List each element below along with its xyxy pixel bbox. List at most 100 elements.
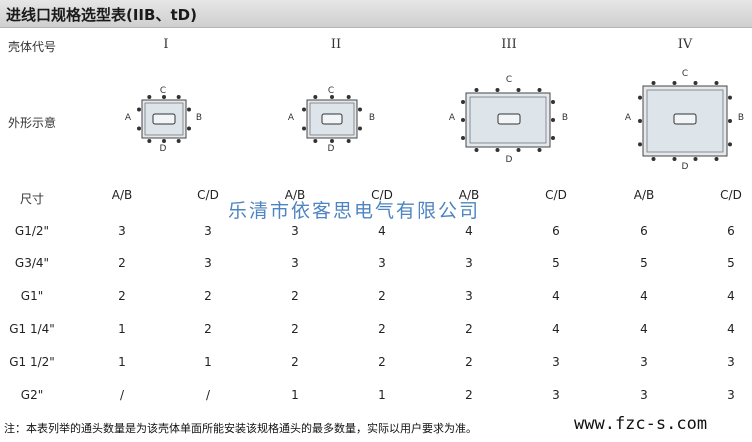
side-label-a-1: A [124,113,132,123]
table-cell: 1 [118,322,126,336]
bolt-dot [638,142,642,147]
table-cell: 4 [465,224,473,238]
table-cell: 2 [204,322,212,336]
bolt-dot [137,107,141,112]
column-header-8: C/D [720,188,742,202]
enclosure-inner-4 [646,89,724,153]
bolt-dot [358,126,362,131]
table-cell: 3 [378,256,386,270]
table-cell: 2 [291,322,299,336]
bolt-dot [313,139,318,143]
table-cell: 2 [118,289,126,303]
enclosure-diagram-3 [465,92,551,148]
bolt-dot [551,118,555,122]
table-cell: 3 [640,388,648,402]
table-cell: 4 [552,322,560,336]
enclosure-window-4 [673,113,697,125]
table-cell: 1 [291,388,299,402]
side-label-a-3: A [448,113,456,123]
size-label: G1 1/4" [9,322,55,336]
enclosure-window-1 [152,113,176,125]
bolt-dot [137,126,141,131]
bolt-dot [672,157,677,161]
side-label-a-4: A [624,113,632,123]
enclosure-diagram-1 [141,99,187,139]
bolt-dot [330,95,334,99]
bolt-dot [638,119,642,123]
bolt-dot [474,88,479,92]
side-label-c-4: C [681,69,689,79]
bolt-dot [651,157,656,161]
table-cell: 2 [378,355,386,369]
side-label-b-3: B [561,113,569,123]
side-label-d-1: D [159,144,167,154]
bolt-dot [474,148,479,152]
enclosure-diagram-4 [642,85,728,157]
bolt-dot [176,95,181,99]
website-url: www.fzc-s.com [574,414,708,434]
bolt-dot [693,157,698,161]
table-cell: 4 [640,322,648,336]
enclosure-window-2 [321,113,343,125]
bolt-dot [187,126,191,131]
table-cell: 3 [291,256,299,270]
page-title: 进线口规格选型表(IIB、tD) [6,6,197,24]
table-cell: 3 [291,224,299,238]
table-cell: 1 [118,355,126,369]
table-cell: 4 [727,289,735,303]
table-cell: / [205,388,211,402]
table-cell: 4 [727,322,735,336]
table-cell: 3 [727,388,735,402]
title-bar: 进线口规格选型表(IIB、tD) [0,0,752,28]
table-cell: 2 [378,289,386,303]
table-cell: 2 [378,322,386,336]
shell-code-3: III [501,37,517,52]
table-cell: 6 [640,224,648,238]
enclosure-window-3 [497,113,521,125]
table-cell: 3 [204,224,212,238]
bolt-dot [516,88,521,92]
bolt-dot [162,95,166,99]
bolt-dot [461,100,465,104]
table-cell: 5 [552,256,560,270]
table-cell: 2 [204,289,212,303]
column-header-4: C/D [371,188,393,202]
side-label-b-4: B [737,113,745,123]
table-cell: 6 [552,224,560,238]
bolt-dot [313,95,318,99]
bolt-dot [162,139,166,143]
table-cell: 5 [640,256,648,270]
side-label-c-2: C [327,86,335,96]
size-label: G1 1/2" [9,355,55,369]
size-label: G3/4" [14,256,50,270]
table-cell: 4 [378,224,386,238]
bolt-dot [516,148,521,152]
bolt-dot [302,126,306,131]
table-cell: 3 [465,256,473,270]
row-label-size: 尺寸 [19,192,44,206]
bolt-dot [714,81,719,85]
watermark-company-name: 乐清市依客思电气有限公司 [228,200,481,222]
size-label: G1/2" [14,224,50,238]
table-cell: 1 [204,355,212,369]
table-cell: 3 [640,355,648,369]
shell-code-4: IV [677,37,693,52]
bolt-dot [346,95,351,99]
table-cell: 4 [640,289,648,303]
side-label-d-4: D [681,162,689,172]
bolt-dot [302,107,306,112]
shell-code-2: II [330,37,342,52]
column-header-2: C/D [197,188,219,202]
size-label: G1" [20,289,44,303]
table-cell: 2 [465,355,473,369]
column-header-6: C/D [545,188,567,202]
bolt-dot [537,148,542,152]
enclosure-diagram-2 [306,99,358,139]
row-label-schematic: 外形示意 [7,116,56,130]
table-cell: 3 [465,289,473,303]
bolt-dot [537,88,542,92]
table-cell: 4 [552,289,560,303]
side-label-c-3: C [505,75,513,85]
bolt-dot [147,139,152,143]
side-label-d-3: D [505,155,513,165]
